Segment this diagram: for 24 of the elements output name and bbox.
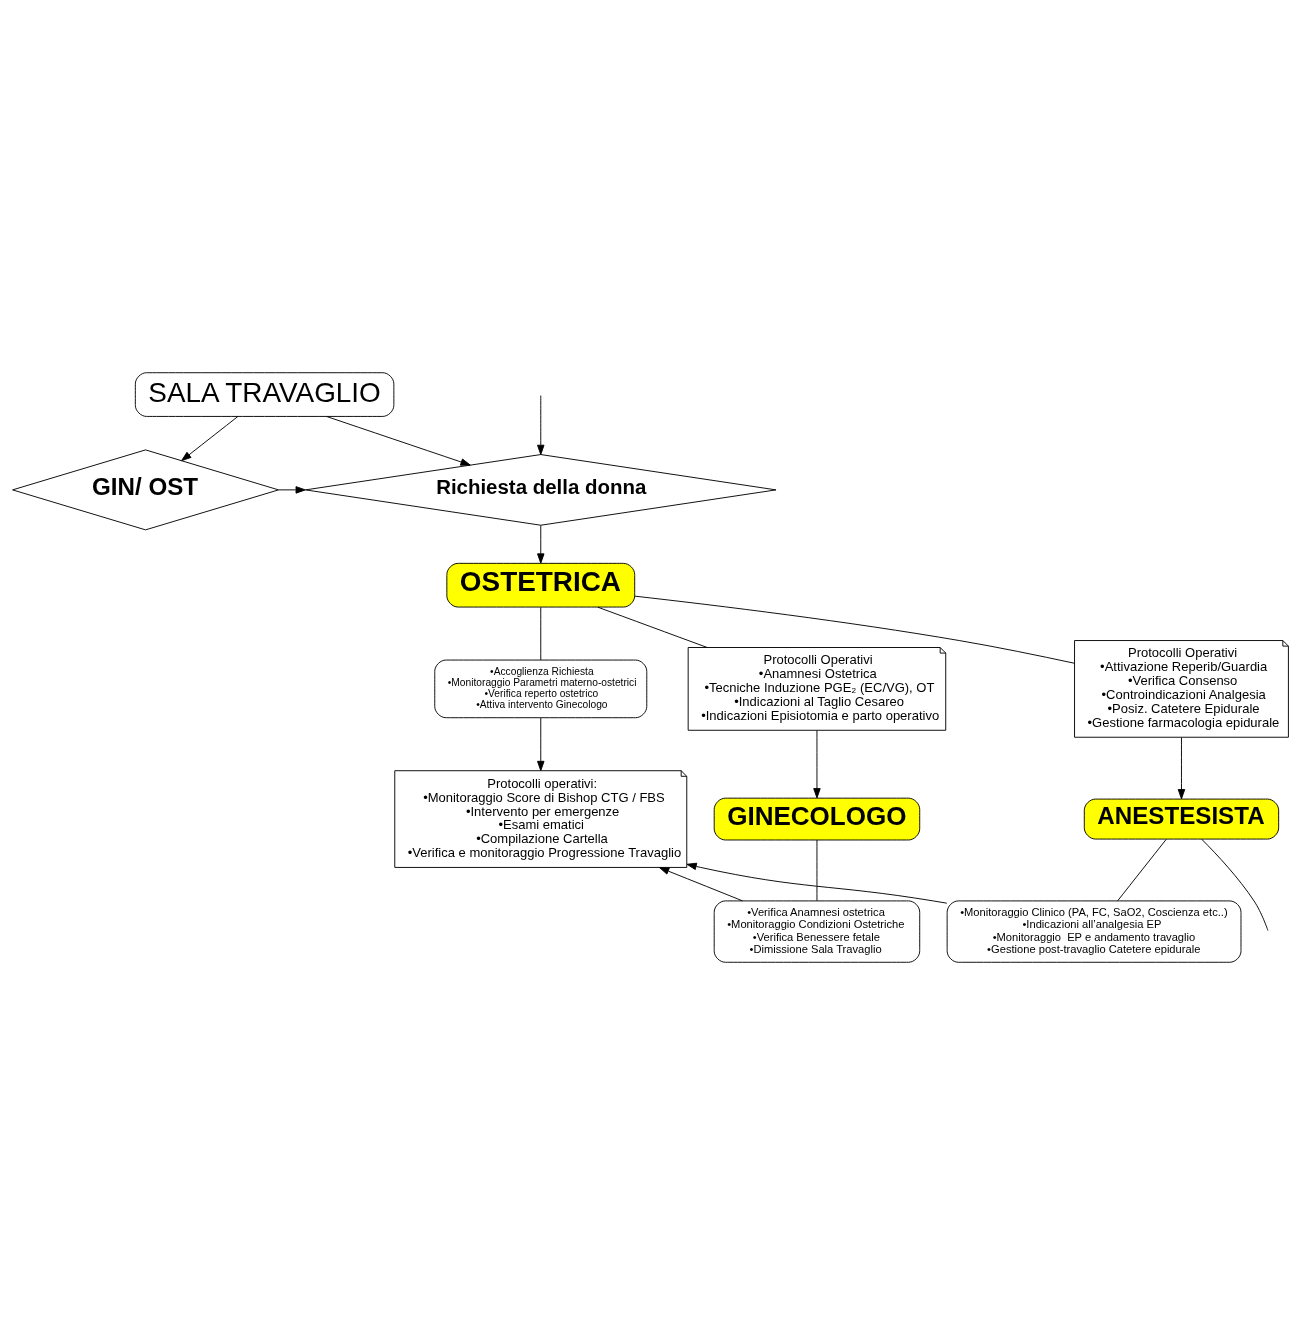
arrow xyxy=(278,486,306,494)
node-box: •Monitoraggio Clinico (PA, FC, SaO2, Coscienza etc..) •Indicazioni all’analgesia EP •Monitoraggio EP e andamento travaglio •Gestione post-travaglio Catetere epidurale xyxy=(946,900,1242,963)
node-diamond: Richiesta della donna xyxy=(305,454,777,526)
node-box: •Accoglienza Richiesta •Monitoraggio Parametri materno-ostetrici •Verifica reperto ostetrico •Attiva intervento Ginecologo xyxy=(434,659,648,719)
arrow xyxy=(537,717,545,772)
arrow xyxy=(1177,737,1186,800)
node-box: SALA TRAVAGLIO xyxy=(134,372,395,417)
arrow xyxy=(537,524,545,564)
arrow xyxy=(659,867,744,902)
connector xyxy=(597,606,708,648)
connector xyxy=(540,606,542,661)
node-box: ANESTESISTA xyxy=(1083,798,1280,840)
arrow xyxy=(537,395,545,455)
arrow xyxy=(326,416,471,466)
node-box: OSTETRICA xyxy=(446,562,636,608)
connector xyxy=(1201,838,1269,932)
arrow xyxy=(181,416,239,462)
arrow xyxy=(686,862,948,904)
arrow xyxy=(813,729,821,799)
node-box: GINECOLOGO xyxy=(713,797,921,841)
connector xyxy=(634,595,1075,664)
connector xyxy=(1117,838,1167,902)
connector xyxy=(816,839,818,902)
node-box: •Verifica Anamnesi ostetrica •Monitoraggio Condizioni Ostetriche •Verifica Benessere fetale •Dimissione Sala Travaglio xyxy=(713,900,921,963)
